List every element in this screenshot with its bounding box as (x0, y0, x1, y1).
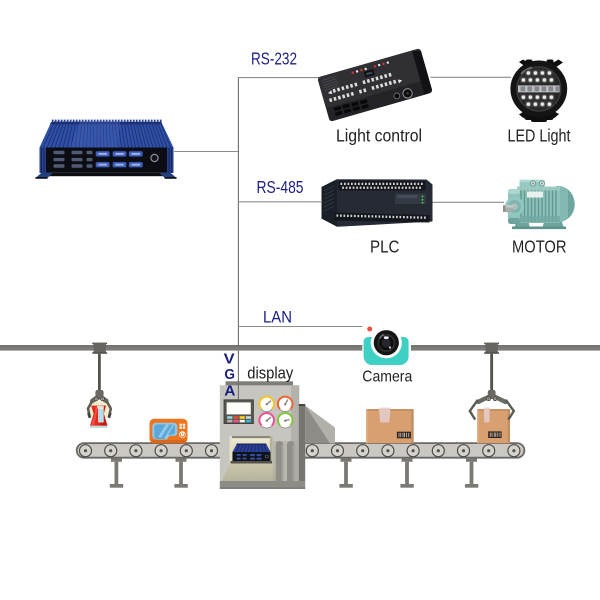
svg-text:V: V (224, 351, 235, 367)
svg-text:LED Light: LED Light (508, 126, 571, 146)
svg-text:display: display (247, 364, 293, 383)
svg-text:A: A (224, 384, 236, 400)
svg-text:MOTOR: MOTOR (512, 237, 567, 257)
svg-text:Camera: Camera (362, 369, 412, 386)
svg-text:PLC: PLC (370, 237, 400, 257)
svg-text:RS-485: RS-485 (257, 177, 304, 197)
svg-text:G: G (224, 367, 235, 383)
svg-text:RS-232: RS-232 (251, 49, 297, 69)
svg-text:LAN: LAN (263, 309, 292, 327)
svg-text:Light control: Light control (336, 126, 422, 146)
